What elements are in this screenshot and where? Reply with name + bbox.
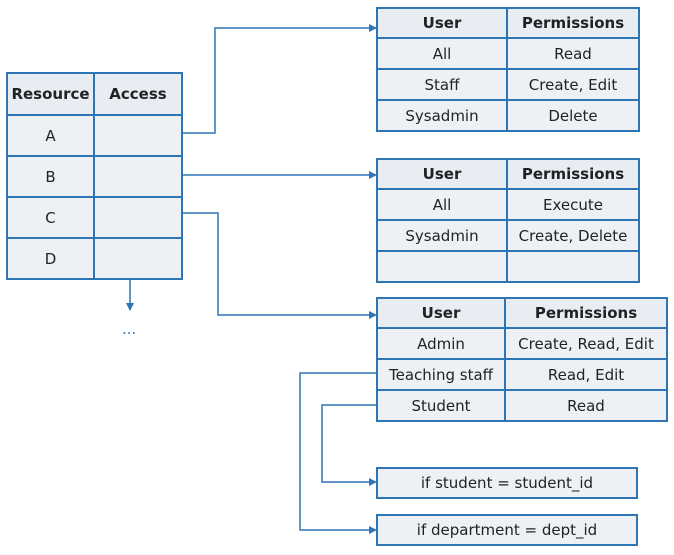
access-cell-a [93,114,183,157]
acl-b-user-cell [376,250,508,283]
acl-a-user-cell: Sysadmin [376,99,508,132]
resource-cell-a: A [6,114,95,157]
acl-a-permissions-cell: Create, Edit [506,68,640,101]
acl-c-permissions-cell: Read, Edit [504,358,668,391]
access-header: Access [93,72,183,116]
acl-c-user-cell: Teaching staff [376,358,506,391]
acl-a-user-cell: All [376,37,508,70]
acl-c-user-cell: Admin [376,327,506,360]
access-cell-b [93,155,183,198]
arrow-student-to-condition [321,404,377,486]
acl-b-permissions-cell: Execute [506,188,640,221]
acl-table-c: User Permissions Admin Create, Read, Edi… [376,297,668,422]
acl-c-permissions-cell: Create, Read, Edit [504,327,668,360]
acl-b-user-header: User [376,158,508,190]
acl-b-permissions-header: Permissions [506,158,640,190]
acl-c-user-cell: Student [376,389,506,422]
condition-department: if department = dept_id [376,514,638,546]
acl-table-b: User Permissions All Execute Sysadmin Cr… [376,158,640,283]
acl-a-permissions-header: Permissions [506,7,640,39]
acl-b-user-cell: All [376,188,508,221]
acl-a-permissions-cell: Delete [506,99,640,132]
resource-cell-b: B [6,155,95,198]
resource-table: Resource Access A B C D [6,72,183,280]
resource-cell-c: C [6,196,95,239]
arrow-teaching-staff-to-condition [299,372,377,534]
condition-student: if student = student_id [376,467,638,499]
resource-cell-d: D [6,237,95,280]
acl-a-user-header: User [376,7,508,39]
acl-b-user-cell: Sysadmin [376,219,508,252]
acl-b-permissions-cell [506,250,640,283]
acl-c-permissions-cell: Read [504,389,668,422]
acl-a-user-cell: Staff [376,68,508,101]
access-cell-c [93,196,183,239]
resource-header: Resource [6,72,95,116]
continuation-ellipsis: ... [122,320,137,338]
acl-c-user-header: User [376,297,506,329]
acl-table-a: User Permissions All Read Staff Create, … [376,7,640,132]
access-cell-d [93,237,183,280]
acl-a-permissions-cell: Read [506,37,640,70]
acl-c-permissions-header: Permissions [504,297,668,329]
acl-b-permissions-cell: Create, Delete [506,219,640,252]
